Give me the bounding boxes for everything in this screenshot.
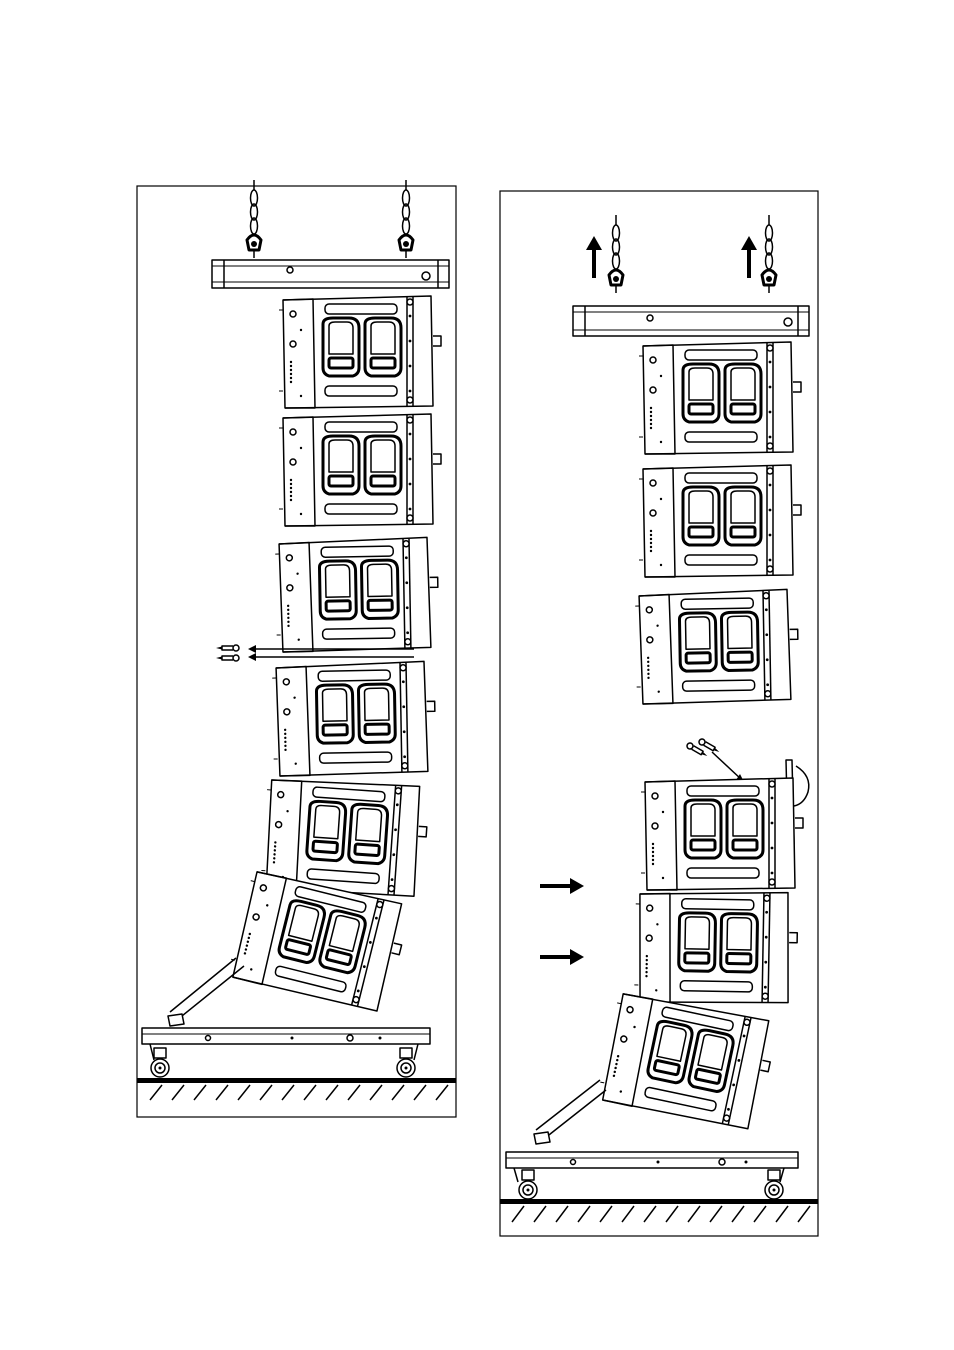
right-lifted-cabinet-1: [639, 342, 801, 454]
left-cabinet-1: [279, 296, 441, 408]
right-floor: [500, 1199, 818, 1222]
push-arrow-icon: [540, 878, 584, 894]
right-cart-cabinet-3: [597, 989, 779, 1132]
lift-arrow-icon: [586, 236, 602, 278]
push-arrow-icon: [540, 949, 584, 965]
right-lifted-cabinet-2: [639, 465, 801, 577]
right-panel: [500, 191, 818, 1236]
left-panel: [137, 180, 456, 1117]
left-floor: [137, 1078, 456, 1100]
left-cabinet-3: [275, 537, 439, 652]
left-chain-1: [247, 180, 261, 258]
left-cabinet-2: [279, 414, 441, 526]
right-cart-cabinet-1: [641, 778, 803, 890]
right-chain-1: [609, 215, 623, 293]
right-cart-cabinet-2: [634, 890, 798, 1005]
left-cabinet-4: [272, 661, 436, 776]
left-chain-2: [399, 180, 413, 258]
lift-arrow-icon: [741, 236, 757, 278]
right-lifted-cabinet-3: [635, 589, 799, 704]
right-chain-2: [762, 215, 776, 293]
left-flying-frame: [212, 260, 449, 288]
right-flying-frame: [573, 306, 809, 336]
